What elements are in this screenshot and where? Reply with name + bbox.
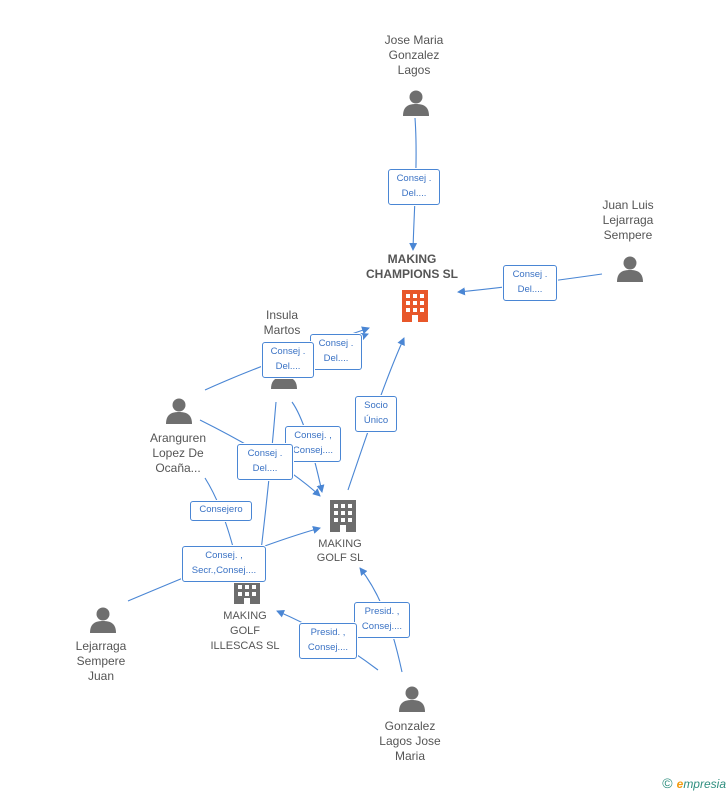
- edge-label-socio-unico[interactable]: Socio Único: [355, 396, 397, 432]
- edge-label-line: Secr.,Consej....: [191, 565, 257, 576]
- node-label-line: MAKING: [223, 610, 267, 622]
- node-label-line: Martos: [263, 323, 301, 337]
- edge-label-line: Consej .: [396, 173, 432, 184]
- edge-label-line: Consej .: [270, 346, 306, 357]
- edge-label-line: Consej....: [307, 642, 349, 653]
- edge-label-line: Consejero: [199, 504, 243, 515]
- edge-label-consej-consej[interactable]: Consej. , Consej....: [285, 426, 341, 462]
- node-label-line: Lejarraga: [75, 639, 127, 653]
- edge-label-line: Del....: [275, 361, 301, 372]
- edge-label-line: Consej. ,: [294, 430, 332, 441]
- edge-label-line: Del....: [517, 284, 543, 295]
- node-jose-maria-gonzalez-lagos[interactable]: Jose Maria Gonzalez Lagos: [364, 33, 464, 78]
- edge-label-line: Del....: [252, 463, 278, 474]
- node-label-line: Lopez De: [152, 446, 204, 460]
- edge-label-line: Consej .: [247, 448, 283, 459]
- edge-label-consej-del[interactable]: Consej . Del....: [310, 334, 362, 370]
- edge-label-line: Presid. ,: [310, 627, 346, 638]
- node-label-line: Lagos: [397, 63, 431, 77]
- edge-label-line: Presid. ,: [364, 606, 400, 617]
- edge-label-line: Único: [363, 415, 389, 426]
- node-label-line: Juan: [87, 669, 115, 683]
- edge-label-line: Consej....: [292, 445, 334, 456]
- edge-label-line: Del....: [401, 188, 427, 199]
- node-making-champions-sl[interactable]: MAKING CHAMPIONS SL: [352, 252, 472, 282]
- person-icon: [166, 398, 192, 424]
- edge-label-line: Consej .: [318, 338, 354, 349]
- edge-label-consej-del[interactable]: Consej . Del....: [388, 169, 440, 205]
- node-label-line: Jose Maria: [384, 33, 444, 47]
- node-label-line: Sempere: [76, 654, 126, 668]
- node-label-line: Ocaña...: [155, 461, 201, 475]
- node-label-line: ILLESCAS SL: [210, 640, 280, 652]
- copyright-icon: ©: [662, 775, 673, 791]
- edge-label-presid-consej[interactable]: Presid. , Consej....: [299, 623, 357, 659]
- node-label-line: Insula: [265, 308, 299, 322]
- node-label-line: CHAMPIONS SL: [365, 267, 458, 281]
- building-icon-champions: [402, 290, 428, 322]
- node-label-line: Lagos Jose: [379, 734, 441, 748]
- node-label-line: MAKING: [318, 538, 362, 550]
- edge-label-line: Consej. ,: [205, 550, 243, 561]
- node-label-line: Sempere: [603, 228, 653, 242]
- edge-label-consejero[interactable]: Consejero: [190, 501, 252, 521]
- person-icon: [403, 90, 429, 116]
- person-icon: [399, 686, 425, 712]
- brand-logo-e: e: [676, 777, 684, 791]
- node-insula-martos[interactable]: Insula Martos: [242, 308, 322, 338]
- node-gonzalez-lagos-jose-maria[interactable]: Gonzalez Lagos Jose Maria: [364, 719, 456, 764]
- node-label-line: MAKING: [387, 252, 437, 266]
- node-juan-luis-lejarraga-sempere[interactable]: Juan Luis Lejarraga Sempere: [580, 198, 676, 243]
- person-icon: [617, 256, 643, 282]
- person-icon: [90, 607, 116, 633]
- brand-name: mpresia: [683, 777, 726, 791]
- edge-lines: [127, 117, 603, 673]
- node-label-line: Gonzalez: [384, 719, 436, 733]
- edge-label-presid-consej[interactable]: Presid. , Consej....: [354, 602, 410, 638]
- edge-label-consej-del[interactable]: Consej . Del....: [237, 444, 293, 480]
- node-label-line: GOLF: [230, 625, 260, 637]
- building-icon-golf: [330, 500, 356, 532]
- node-lejarraga-sempere-juan[interactable]: Lejarraga Sempere Juan: [56, 639, 146, 684]
- edge-label-line: Del....: [323, 353, 349, 364]
- brand-footer: ©empresia: [662, 775, 726, 791]
- edge-label-line: Consej .: [512, 269, 548, 280]
- node-making-golf-sl[interactable]: MAKING GOLF SL: [300, 537, 380, 565]
- node-label-line: Lejarraga: [602, 213, 654, 227]
- node-label-line: Maria: [394, 749, 425, 763]
- node-label-line: Gonzalez: [388, 48, 440, 62]
- edge-label-consej-del[interactable]: Consej . Del....: [262, 342, 314, 378]
- node-making-golf-illescas-sl[interactable]: MAKING GOLF ILLESCAS SL: [200, 609, 290, 654]
- node-label-line: GOLF SL: [316, 552, 364, 564]
- node-label-line: Aranguren: [149, 431, 207, 445]
- node-label-line: Juan Luis: [602, 198, 654, 212]
- node-aranguren-lopez-de-ocana[interactable]: Aranguren Lopez De Ocaña...: [132, 431, 224, 476]
- edge-label-consej-secr[interactable]: Consej. , Secr.,Consej....: [182, 546, 266, 582]
- edge-label-line: Consej....: [361, 621, 403, 632]
- edge-label-consej-del[interactable]: Consej . Del....: [503, 265, 557, 301]
- edge-label-line: Socio: [364, 400, 388, 411]
